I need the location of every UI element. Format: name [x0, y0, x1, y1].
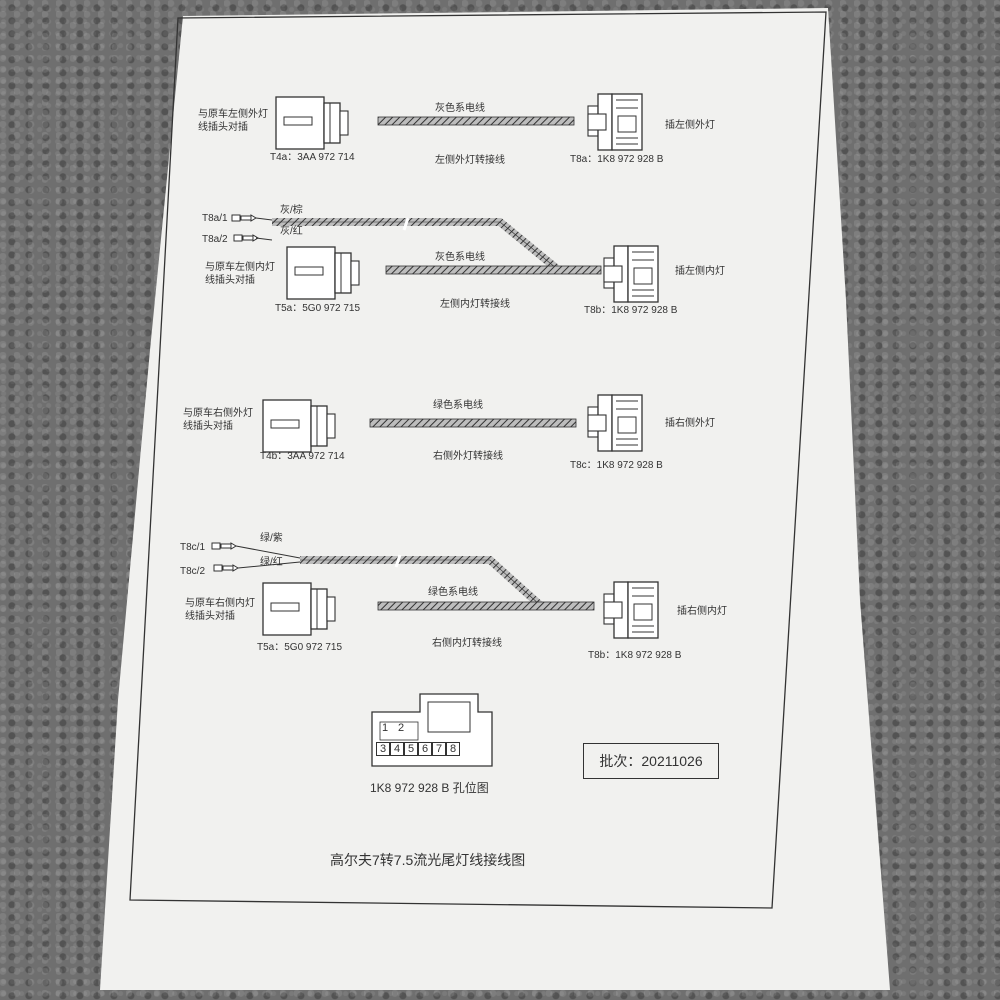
left-inner-pin-b: T8a/2: [202, 234, 228, 245]
left-inner-right-code: T8b：1K8 972 928 B: [584, 305, 678, 316]
diagram-title: 高尔夫7转7.5流光尾灯线接线图: [330, 852, 526, 868]
left-outer-note: 与原车左侧外灯线插头对插: [198, 109, 268, 133]
left-inner-wire-name: 左侧内灯转接线: [440, 299, 510, 310]
right-inner-wire-name: 右侧内灯转接线: [432, 638, 502, 649]
pin-4: 4: [390, 742, 404, 756]
right-inner-left-code: T5a：5G0 972 715: [257, 642, 343, 653]
right-outer-right-code: T8c：1K8 972 928 B: [570, 460, 663, 471]
right-outer-note: 与原车右侧外灯线插头对插: [183, 408, 253, 432]
left-outer-wire-color: 灰色系电线: [435, 103, 485, 114]
right-inner-note: 与原车右侧内灯线插头对插: [185, 598, 255, 622]
batch-box: 批次：20211026: [583, 743, 719, 779]
left-inner-pin-a: T8a/1: [202, 213, 228, 224]
left-inner-note: 与原车左侧内灯线插头对插: [205, 262, 275, 286]
pin-1: 1: [382, 722, 389, 734]
pin-grid: 1 2 3 4 5 6 7 8: [376, 721, 492, 761]
left-inner-pin-a-color: 灰/棕: [280, 205, 303, 216]
left-inner-pin-b-color: 灰/红: [280, 226, 303, 237]
pin-8: 8: [446, 742, 460, 756]
right-inner-pin-b: T8c/2: [180, 566, 206, 577]
left-outer-wire-name: 左侧外灯转接线: [435, 155, 505, 166]
right-inner-pin-b-color: 绿/红: [260, 557, 283, 568]
right-outer-left-code: T4b：3AA 972 714: [260, 451, 345, 462]
left-inner-wire-color: 灰色系电线: [435, 252, 485, 263]
pin-5: 5: [404, 742, 418, 756]
pin-3: 3: [376, 742, 390, 756]
left-inner-left-code: T5a：5G0 972 715: [275, 303, 361, 314]
right-inner-pin-a: T8c/1: [180, 542, 206, 553]
right-inner-pin-a-color: 绿/紫: [260, 533, 283, 544]
left-outer-left-code: T4a：3AA 972 714: [270, 152, 355, 163]
right-inner-wire-color: 绿色系电线: [428, 587, 478, 598]
left-inner-right-note: 插左侧内灯: [675, 266, 725, 277]
right-inner-right-code: T8b：1K8 972 928 B: [588, 650, 682, 661]
pinout-caption: 1K8 972 928 B 孔位图: [370, 781, 489, 795]
right-outer-right-note: 插右侧外灯: [665, 418, 715, 429]
pin-2: 2: [398, 722, 405, 734]
left-outer-right-code: T8a：1K8 972 928 B: [570, 154, 664, 165]
right-outer-wire-name: 右侧外灯转接线: [433, 451, 503, 462]
right-inner-right-note: 插右侧内灯: [677, 606, 727, 617]
pin-6: 6: [418, 742, 432, 756]
left-outer-right-note: 插左侧外灯: [665, 120, 715, 131]
right-outer-wire-color: 绿色系电线: [433, 400, 483, 411]
pin-7: 7: [432, 742, 446, 756]
